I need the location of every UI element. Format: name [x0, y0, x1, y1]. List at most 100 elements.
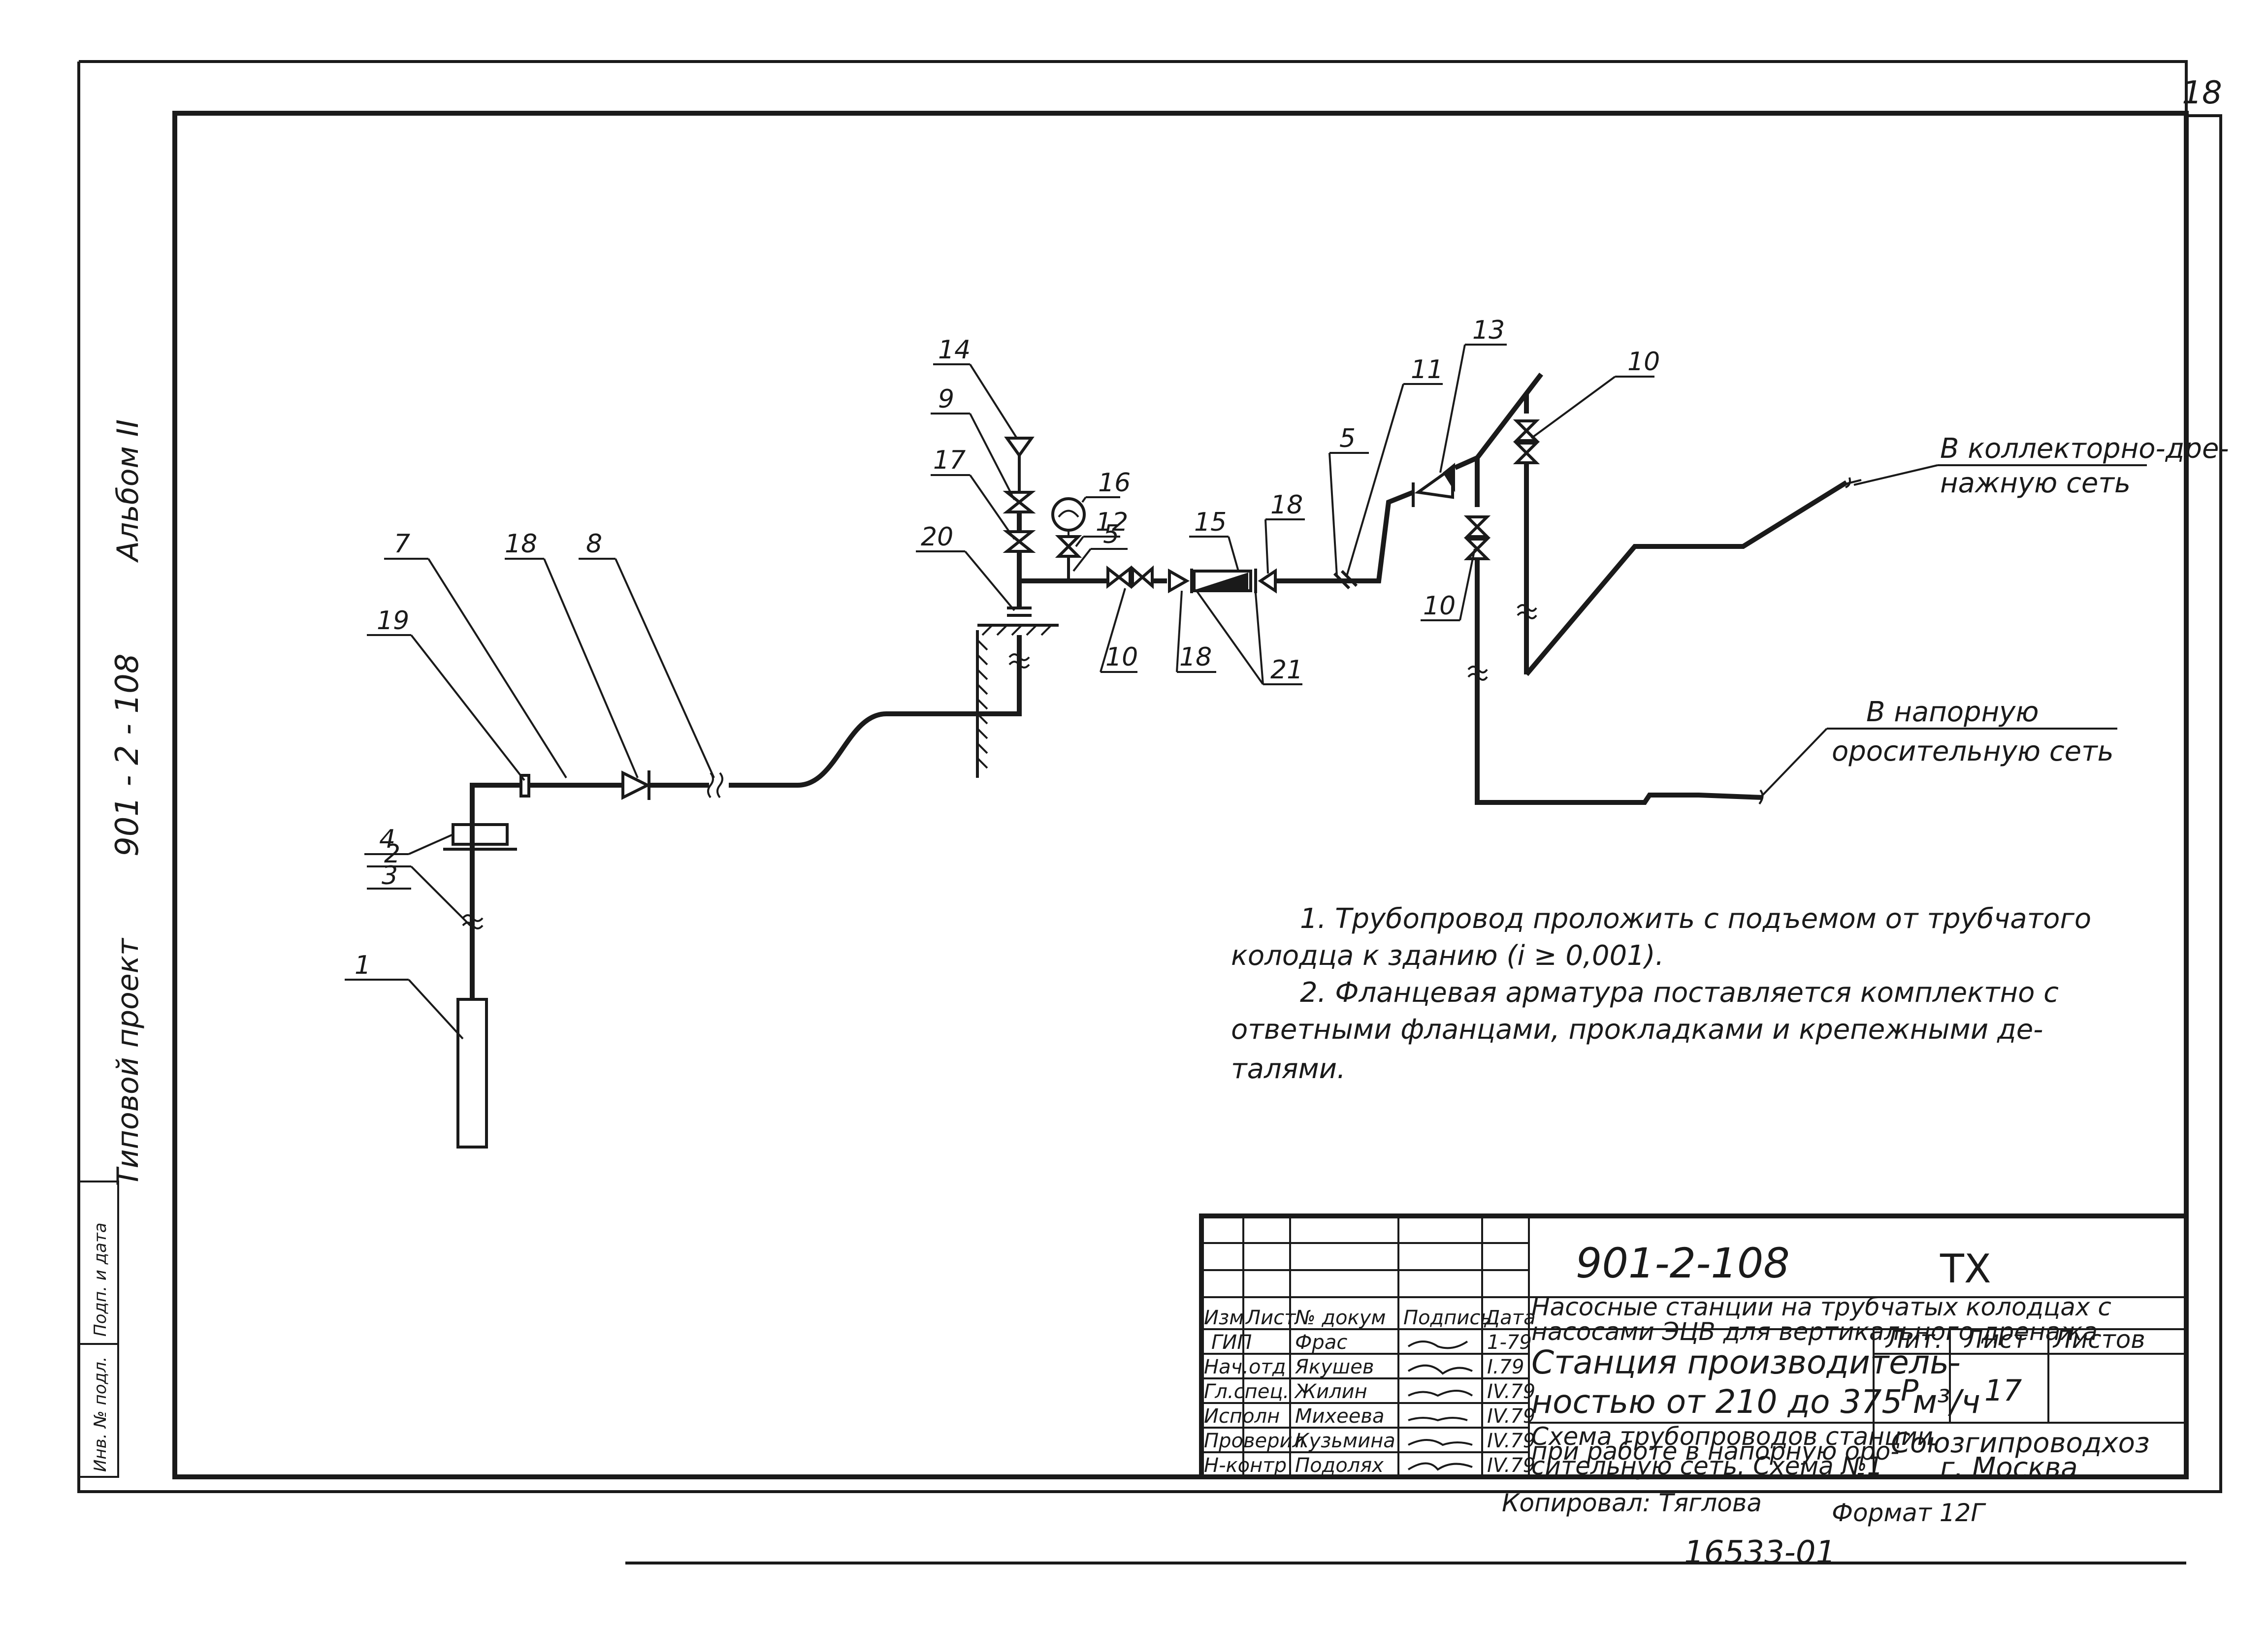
- role-1: Нач.отд: [1204, 1356, 1286, 1378]
- project-title-2: насосами ЭЦВ для вертикального дренажа: [1531, 1317, 2098, 1346]
- val-lit: Р: [1901, 1373, 1919, 1408]
- hdr-lit: Лит.: [1885, 1325, 1943, 1354]
- name-0: Фрас: [1295, 1331, 1347, 1354]
- label-17: 17: [933, 446, 966, 475]
- name-4: Кузьмина: [1295, 1430, 1395, 1452]
- label-18a: 18: [505, 529, 537, 559]
- label-16: 16: [1098, 468, 1131, 498]
- station-1: Станция производитель-: [1531, 1343, 1961, 1381]
- check-valve-18c: [1258, 568, 1277, 594]
- dest-collector-2: нажную сеть: [1940, 467, 2131, 499]
- sheet-number: 18: [2182, 75, 2222, 111]
- leader-lines: [345, 344, 2147, 1040]
- label-13: 13: [1472, 316, 1505, 345]
- title-block: Изм Лист № докум Подпись Дата ГИП Фрас 1…: [1199, 1213, 2189, 1484]
- label-5b: 5: [1339, 424, 1356, 453]
- well-casing: [456, 998, 488, 1149]
- footer-archive: 16533-01: [1684, 1534, 1836, 1571]
- label-14: 14: [938, 335, 971, 365]
- note-line-3: 2. Фланцевая арматура поставляется компл…: [1300, 977, 2059, 1009]
- side-album: Альбом II: [111, 419, 145, 563]
- notes: 1. Трубопровод проложить с подъемом от т…: [1231, 903, 2091, 1085]
- hdr-sign: Подпись: [1403, 1307, 1492, 1329]
- label-9: 9: [938, 384, 954, 414]
- label-10a: 10: [1105, 642, 1138, 672]
- check-valve-18b: [1168, 568, 1190, 594]
- hdr-sheets: Листов: [2052, 1325, 2145, 1354]
- org-2: г. Москва: [1940, 1452, 2078, 1484]
- label-19: 19: [377, 606, 409, 636]
- check-valve-18: [621, 770, 651, 800]
- side-stamp-sign: Подп. и дата: [91, 1222, 110, 1337]
- name-1: Якушев: [1295, 1356, 1374, 1378]
- date-5: IV.79: [1487, 1454, 1535, 1477]
- sheet-frame: [77, 60, 2222, 1493]
- project-title-1: Насосные станции на трубчатых колодцах с: [1531, 1293, 2111, 1321]
- note-line-2: колодца к зданию (i ≥ 0,001).: [1231, 940, 1664, 972]
- label-4: 4: [379, 825, 395, 854]
- sheet-title-2: при работе в напорную оро-: [1531, 1437, 1899, 1466]
- doc-mark: ТХ: [1940, 1246, 1991, 1292]
- sheet-title-1: Схема трубопроводов станции: [1531, 1422, 1933, 1451]
- date-1: I.79: [1487, 1356, 1524, 1378]
- gate-valve-10: [1106, 565, 1132, 589]
- hdr-list: Лист: [1245, 1307, 1296, 1329]
- side-stamp: Инв. № подл. Подп. и дата: [78, 1181, 119, 1478]
- valve-10-pressure: [1463, 515, 1491, 538]
- name-2: Жилин: [1294, 1380, 1367, 1403]
- label-3: 3: [382, 861, 398, 891]
- hdr-sheet: Лист: [1964, 1325, 2028, 1354]
- label-18c: 18: [1270, 490, 1303, 520]
- label-18b: 18: [1179, 642, 1212, 672]
- valve-10-collector: [1513, 419, 1540, 442]
- role-2: Гл.спец.: [1204, 1380, 1289, 1403]
- note-line-4: ответными фланцами, прокладками и крепеж…: [1231, 1014, 2043, 1046]
- label-20: 20: [921, 522, 953, 552]
- org-1: Союзгипроводхоз: [1891, 1427, 2150, 1459]
- name-5: Подолях: [1295, 1454, 1384, 1477]
- note-line-1: 1. Трубопровод проложить с подъемом от т…: [1300, 903, 2091, 935]
- role-4: Проверил: [1204, 1430, 1305, 1452]
- label-21: 21: [1270, 655, 1303, 685]
- position-labels: 1 4 2 3 19 7 18 8 20 17 9 14 16 12 5 10 …: [355, 316, 1660, 980]
- valve-12: [1055, 535, 1082, 558]
- role-5: Н-контр: [1204, 1454, 1287, 1477]
- hdr-doc: № докум: [1294, 1307, 1386, 1329]
- label-15: 15: [1194, 508, 1227, 537]
- signatures: [1407, 1341, 1473, 1471]
- role-3: Исполн: [1204, 1405, 1280, 1428]
- dest-collector-1: В коллекторно-дре-: [1940, 433, 2229, 465]
- piping-diagram: [443, 372, 1851, 1149]
- date-0: 1-79: [1487, 1331, 1532, 1354]
- date-4: IV.79: [1487, 1430, 1535, 1452]
- wellhead-plate: [452, 823, 509, 846]
- role-0: ГИП: [1211, 1331, 1252, 1354]
- flowmeter-15: [1193, 570, 1252, 592]
- funnel-14: [1004, 437, 1035, 458]
- hdr-izm: Изм: [1204, 1307, 1244, 1329]
- side-stamp-inv: Инв. № подл.: [91, 1356, 110, 1472]
- footer-format: Формат 12Г: [1832, 1499, 1986, 1527]
- label-2: 2: [384, 839, 400, 869]
- side-code: 901 - 2 - 108: [109, 653, 146, 857]
- footer: Копировал: Тяглова Формат 12Г 16533-01: [625, 1489, 2186, 1571]
- station-2: ностью от 210 до 375 м³/ч: [1531, 1383, 1980, 1421]
- footer-copied: Копировал: Тяглова: [1502, 1489, 1762, 1517]
- valve-17: [1003, 530, 1036, 553]
- label-10c: 10: [1423, 591, 1456, 621]
- sheet-title-3: сительную сеть. Схема №1: [1531, 1452, 1883, 1480]
- label-10b: 10: [1627, 347, 1660, 377]
- note-line-5: талями.: [1231, 1053, 1346, 1085]
- val-sheet: 17: [1984, 1373, 2022, 1408]
- name-3: Михеева: [1295, 1405, 1384, 1428]
- label-1: 1: [355, 951, 371, 980]
- date-3: IV.79: [1487, 1405, 1535, 1428]
- label-11: 11: [1411, 355, 1443, 384]
- label-5a: 5: [1103, 520, 1119, 549]
- doc-code: 901-2-108: [1576, 1239, 1790, 1287]
- label-7: 7: [394, 529, 410, 559]
- side-project: Типовой проект: [111, 937, 145, 1186]
- valve-9: [1003, 491, 1036, 513]
- dest-pressure-1: В напорную: [1866, 696, 2039, 728]
